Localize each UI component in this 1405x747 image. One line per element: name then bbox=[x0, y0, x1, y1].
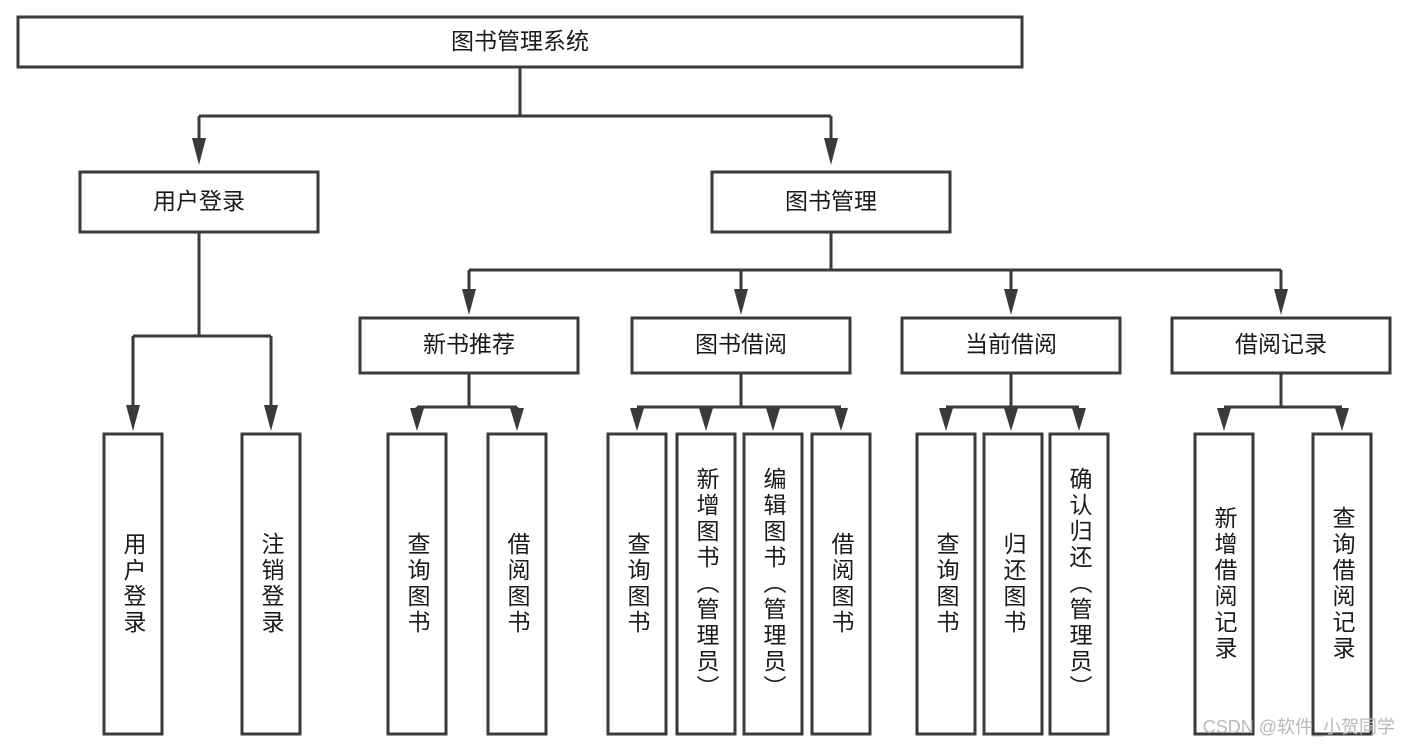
arrow-head-book-manage bbox=[824, 138, 838, 165]
node-leaf-cur-confirm-label: 确认归还（管理员） bbox=[1066, 467, 1093, 701]
node-leaf-borrow-take-box[interactable] bbox=[810, 432, 872, 736]
node-book-borrow-label: 图书借阅 bbox=[695, 331, 787, 357]
node-current-borrow[interactable]: 当前借阅 bbox=[900, 316, 1122, 375]
node-leaf-borrow-take-label: 借阅图书 bbox=[828, 532, 855, 636]
node-leaf-borrow-add-label: 新增图书（管理员） bbox=[693, 467, 720, 701]
node-new-book-rec[interactable]: 新书推荐 bbox=[358, 316, 580, 375]
arrow-head-leaf-borrow-add bbox=[699, 408, 713, 431]
node-book-manage-label: 图书管理 bbox=[785, 188, 877, 214]
node-leaf-rec-add-label: 新增借阅记录 bbox=[1211, 506, 1238, 662]
arrow-head-leaf-user-logout bbox=[264, 405, 278, 431]
node-borrow-record-label: 借阅记录 bbox=[1235, 331, 1327, 357]
node-leaf-borrow-take[interactable]: 借阅图书 bbox=[810, 432, 872, 736]
node-user-login-box[interactable] bbox=[78, 170, 320, 234]
node-leaf-borrow-add-box[interactable] bbox=[675, 432, 737, 736]
arrow-head-new-book-rec bbox=[462, 289, 476, 315]
arrow-head-leaf-rec-search bbox=[1335, 408, 1349, 431]
node-user-login-label: 用户登录 bbox=[153, 188, 245, 214]
node-leaf-user-logout[interactable]: 注销登录 bbox=[240, 432, 302, 736]
node-new-book-rec-label: 新书推荐 bbox=[423, 331, 515, 357]
node-leaf-borrow-add[interactable]: 新增图书（管理员） bbox=[675, 432, 737, 736]
node-current-borrow-box[interactable] bbox=[900, 316, 1122, 375]
edge-group-user-login bbox=[126, 232, 278, 431]
arrow-head-leaf-rec-add bbox=[1217, 408, 1231, 431]
arrow-head-leaf-borrow-edit bbox=[766, 408, 780, 431]
node-book-borrow-box[interactable] bbox=[630, 316, 852, 375]
node-leaf-borrow-query-box[interactable] bbox=[606, 432, 668, 736]
node-leaf-borrow-query-label: 查询图书 bbox=[624, 532, 651, 636]
node-leaf-rec-add-box[interactable] bbox=[1193, 432, 1255, 736]
edge-group-new-book-rec bbox=[410, 373, 524, 431]
node-book-borrow[interactable]: 图书借阅 bbox=[630, 316, 852, 375]
node-leaf-rec-add[interactable]: 新增借阅记录 bbox=[1193, 432, 1255, 736]
edge-group-borrow-record bbox=[1217, 373, 1349, 431]
csdn-watermark: CSDN @软件_小贺同学 bbox=[1203, 717, 1395, 738]
node-leaf-user-login-label: 用户登录 bbox=[120, 532, 147, 636]
node-current-borrow-label: 当前借阅 bbox=[965, 331, 1057, 357]
node-root-box[interactable] bbox=[16, 15, 1024, 69]
arrow-head-book-borrow bbox=[734, 289, 748, 315]
node-leaf-rec-query-label: 查询图书 bbox=[404, 532, 431, 636]
node-leaf-rec-borrow[interactable]: 借阅图书 bbox=[486, 432, 548, 736]
node-leaf-rec-search-label: 查询借阅记录 bbox=[1329, 506, 1356, 662]
node-book-manage-box[interactable] bbox=[710, 170, 952, 234]
node-leaf-cur-confirm-box[interactable] bbox=[1048, 432, 1110, 736]
edge-group-root bbox=[192, 67, 838, 165]
arrow-head-leaf-cur-return bbox=[1004, 408, 1018, 431]
node-root[interactable]: 图书管理系统 bbox=[16, 15, 1024, 69]
node-leaf-rec-query[interactable]: 查询图书 bbox=[386, 432, 448, 736]
arrow-head-user-login bbox=[192, 138, 206, 165]
node-leaf-borrow-query[interactable]: 查询图书 bbox=[606, 432, 668, 736]
arrow-head-current-borrow bbox=[1004, 289, 1018, 315]
arrow-head-leaf-user-login bbox=[126, 405, 140, 431]
node-leaf-borrow-edit-label: 编辑图书（管理员） bbox=[760, 467, 787, 701]
node-leaf-rec-search[interactable]: 查询借阅记录 bbox=[1311, 432, 1373, 736]
node-user-login[interactable]: 用户登录 bbox=[78, 170, 320, 234]
node-leaf-cur-query-label: 查询图书 bbox=[933, 532, 960, 636]
node-leaf-user-logout-label: 注销登录 bbox=[258, 532, 285, 636]
node-leaf-rec-borrow-box[interactable] bbox=[486, 432, 548, 736]
node-leaf-borrow-edit-box[interactable] bbox=[742, 432, 804, 736]
edge-group-book-manage bbox=[462, 232, 1288, 315]
node-leaf-cur-return-label: 归还图书 bbox=[1000, 532, 1027, 636]
node-leaf-cur-query-box[interactable] bbox=[915, 432, 977, 736]
node-leaf-cur-confirm[interactable]: 确认归还（管理员） bbox=[1048, 432, 1110, 736]
arrow-head-leaf-rec-query bbox=[410, 408, 424, 431]
node-leaf-user-login-box[interactable] bbox=[102, 432, 164, 736]
node-root-label: 图书管理系统 bbox=[451, 28, 589, 54]
arrow-head-leaf-borrow-take bbox=[834, 408, 848, 431]
edge-group-book-borrow bbox=[630, 373, 848, 431]
node-leaf-cur-return[interactable]: 归还图书 bbox=[982, 432, 1044, 736]
node-borrow-record[interactable]: 借阅记录 bbox=[1170, 316, 1392, 375]
node-book-manage[interactable]: 图书管理 bbox=[710, 170, 952, 234]
node-borrow-record-box[interactable] bbox=[1170, 316, 1392, 375]
node-leaf-user-logout-box[interactable] bbox=[240, 432, 302, 736]
arrow-head-leaf-cur-query bbox=[939, 408, 953, 431]
node-leaf-user-login[interactable]: 用户登录 bbox=[102, 432, 164, 736]
node-leaf-cur-return-box[interactable] bbox=[982, 432, 1044, 736]
node-leaf-rec-search-box[interactable] bbox=[1311, 432, 1373, 736]
edge-group-current-borrow bbox=[939, 373, 1086, 431]
node-leaf-cur-query[interactable]: 查询图书 bbox=[915, 432, 977, 736]
arrow-head-leaf-rec-borrow bbox=[510, 408, 524, 431]
arrow-head-leaf-cur-confirm bbox=[1072, 408, 1086, 431]
arrow-head-leaf-borrow-query bbox=[630, 408, 644, 431]
node-leaf-rec-borrow-label: 借阅图书 bbox=[504, 532, 531, 636]
node-leaf-rec-query-box[interactable] bbox=[386, 432, 448, 736]
node-new-book-rec-box[interactable] bbox=[358, 316, 580, 375]
node-leaf-borrow-edit[interactable]: 编辑图书（管理员） bbox=[742, 432, 804, 736]
arrow-head-borrow-record bbox=[1274, 289, 1288, 315]
